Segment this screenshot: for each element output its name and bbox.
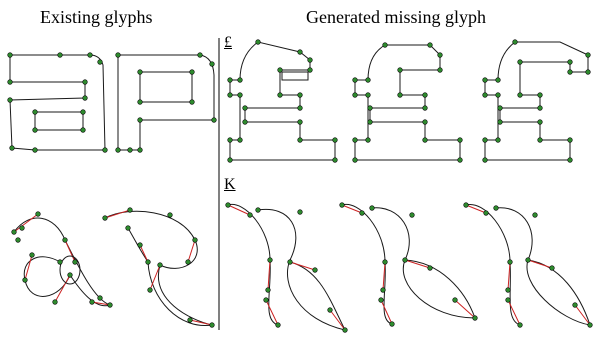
existing-glyphs-heading: Existing glyphs: [40, 7, 153, 27]
generated-pound-1: [229, 41, 336, 161]
generated-pound-3: [484, 41, 589, 161]
generated-pound-2-points: [352, 42, 463, 163]
generated-k-3: [465, 204, 591, 326]
existing-glyph-p-blocky: [117, 54, 215, 151]
existing-glyph-p-script-points: [102, 207, 215, 328]
existing-glyph-a-points: [7, 52, 108, 153]
generated-k-2-points: [339, 202, 478, 327]
generated-k-2: [341, 204, 476, 325]
generated-pound-1-points: [227, 39, 338, 163]
existing-glyph-p-script: [104, 209, 213, 327]
generated-k-3-points: [463, 202, 593, 328]
missing-glyph-label-pound: £: [224, 34, 232, 51]
existing-glyph-p-points: [115, 52, 217, 153]
existing-glyph-a-script: [13, 213, 112, 307]
generated-k-1: [227, 204, 346, 331]
existing-glyph-a-script-points: [11, 211, 113, 308]
generated-glyph-heading: Generated missing glyph: [306, 7, 486, 27]
existing-glyph-a-blocky: [9, 54, 106, 151]
generated-pound-3-points: [482, 39, 591, 163]
missing-glyph-label-k: K: [224, 176, 236, 193]
generated-k-1-points: [225, 202, 348, 333]
generated-pound-2: [354, 44, 461, 161]
